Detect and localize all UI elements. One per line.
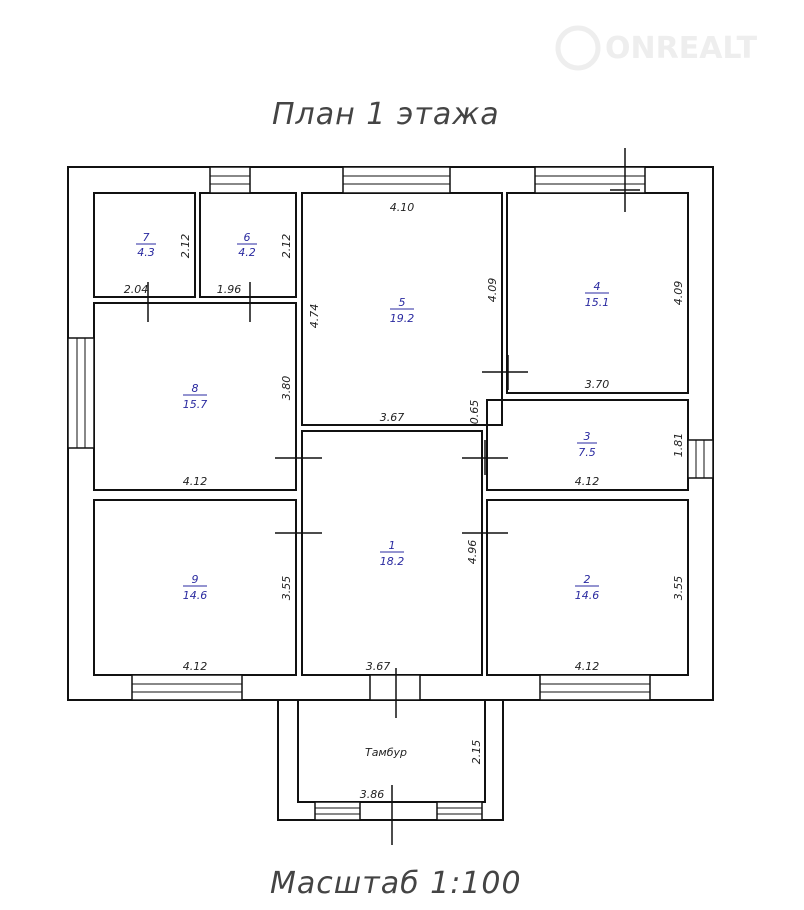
svg-text:2.15: 2.15: [470, 740, 483, 765]
svg-text:4.09: 4.09: [672, 281, 685, 306]
svg-text:2.12: 2.12: [280, 234, 293, 259]
svg-text:3.80: 3.80: [280, 376, 293, 401]
room-8: 8 15.7 3.80 4.12: [183, 376, 293, 488]
svg-text:19.2: 19.2: [390, 312, 415, 325]
svg-text:4.09: 4.09: [486, 278, 499, 303]
door-marks: [147, 148, 640, 845]
svg-text:3: 3: [584, 430, 591, 443]
svg-text:4.96: 4.96: [466, 540, 479, 565]
svg-text:15.1: 15.1: [585, 296, 610, 309]
walls: [67, 166, 714, 821]
svg-text:8: 8: [192, 382, 199, 395]
svg-text:4.12: 4.12: [183, 475, 208, 488]
svg-text:3.86: 3.86: [360, 788, 385, 801]
svg-text:3.67: 3.67: [366, 660, 391, 673]
tambur: Тамбур 2.15 3.86: [360, 740, 483, 801]
svg-text:1: 1: [389, 539, 396, 552]
watermark-text: ONREALT: [605, 31, 758, 66]
svg-text:2.04: 2.04: [124, 283, 149, 296]
svg-text:3.55: 3.55: [280, 576, 293, 601]
scale-label: Масштаб 1:100: [270, 866, 522, 901]
svg-text:1.81: 1.81: [672, 433, 685, 458]
room-4: 4 15.1 4.09 3.70: [585, 280, 685, 391]
windows: [67, 166, 714, 821]
room-1: 1 18.2 4.96 3.67: [366, 539, 479, 673]
room-3: 3 7.5 1.81 4.12: [575, 430, 685, 488]
room-9: 9 14.6 3.55 4.12: [183, 573, 293, 673]
svg-text:4.12: 4.12: [575, 475, 600, 488]
svg-text:15.7: 15.7: [183, 398, 208, 411]
svg-text:6: 6: [244, 231, 251, 244]
svg-text:3.55: 3.55: [672, 576, 685, 601]
svg-text:4.74: 4.74: [308, 304, 321, 329]
svg-text:18.2: 18.2: [380, 555, 405, 568]
svg-text:Тамбур: Тамбур: [365, 746, 407, 759]
svg-text:4.12: 4.12: [183, 660, 208, 673]
svg-text:1.96: 1.96: [217, 283, 242, 296]
svg-text:14.6: 14.6: [183, 589, 208, 602]
svg-text:4: 4: [594, 280, 601, 293]
svg-text:7.5: 7.5: [578, 446, 596, 459]
watermark: ONREALT: [555, 25, 758, 71]
svg-text:0.65: 0.65: [468, 400, 481, 425]
room-2: 2 14.6 3.55 4.12: [575, 573, 685, 673]
svg-text:14.6: 14.6: [575, 589, 600, 602]
plan-title: План 1 этажа: [272, 97, 500, 132]
svg-text:9: 9: [192, 573, 199, 586]
room-7: 7 4.3 2.12 2.04: [124, 231, 192, 296]
svg-text:4.12: 4.12: [575, 660, 600, 673]
svg-text:3.67: 3.67: [380, 411, 405, 424]
svg-text:2.12: 2.12: [179, 234, 192, 259]
room-6: 6 4.2 2.12 1.96: [217, 231, 293, 296]
svg-text:3.70: 3.70: [585, 378, 610, 391]
svg-text:4.2: 4.2: [238, 246, 256, 259]
svg-text:4.10: 4.10: [390, 201, 415, 214]
svg-text:5: 5: [399, 296, 406, 309]
room-5: 5 19.2 4.10 4.74 4.09 3.67 0.65: [308, 201, 499, 424]
svg-text:4.3: 4.3: [137, 246, 155, 259]
svg-text:7: 7: [143, 231, 150, 244]
svg-text:2: 2: [584, 573, 591, 586]
